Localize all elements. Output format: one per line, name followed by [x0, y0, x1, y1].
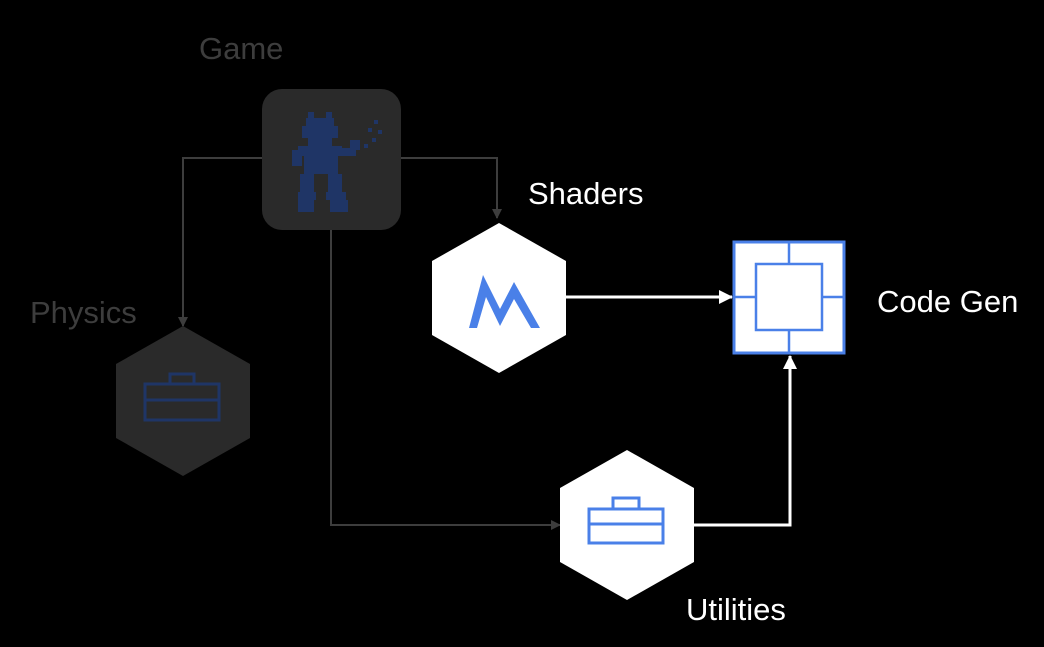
toolbox-icon — [587, 496, 665, 545]
node-code-gen[interactable] — [732, 240, 846, 355]
node-label-game: Game — [199, 31, 284, 66]
node-utilities[interactable] — [560, 450, 694, 600]
node-label-code-gen: Code Gen — [877, 284, 1019, 319]
node-shaders[interactable] — [432, 223, 566, 373]
module-grid-icon — [734, 242, 844, 353]
edge-game-to-utilities — [330, 230, 561, 530]
node-label-physics: Physics — [30, 295, 137, 330]
node-physics[interactable] — [116, 326, 250, 476]
node-label-shaders: Shaders — [528, 176, 644, 211]
edge-utilities-to-code-gen — [694, 355, 797, 527]
edge-game-to-physics — [178, 157, 262, 327]
node-label-utilities: Utilities — [686, 592, 786, 627]
pixel-game-character-icon — [292, 112, 382, 212]
toolbox-icon — [143, 372, 221, 422]
edge-game-to-shaders — [401, 157, 502, 219]
metal-logo-icon — [469, 275, 540, 328]
node-game[interactable] — [262, 89, 401, 230]
